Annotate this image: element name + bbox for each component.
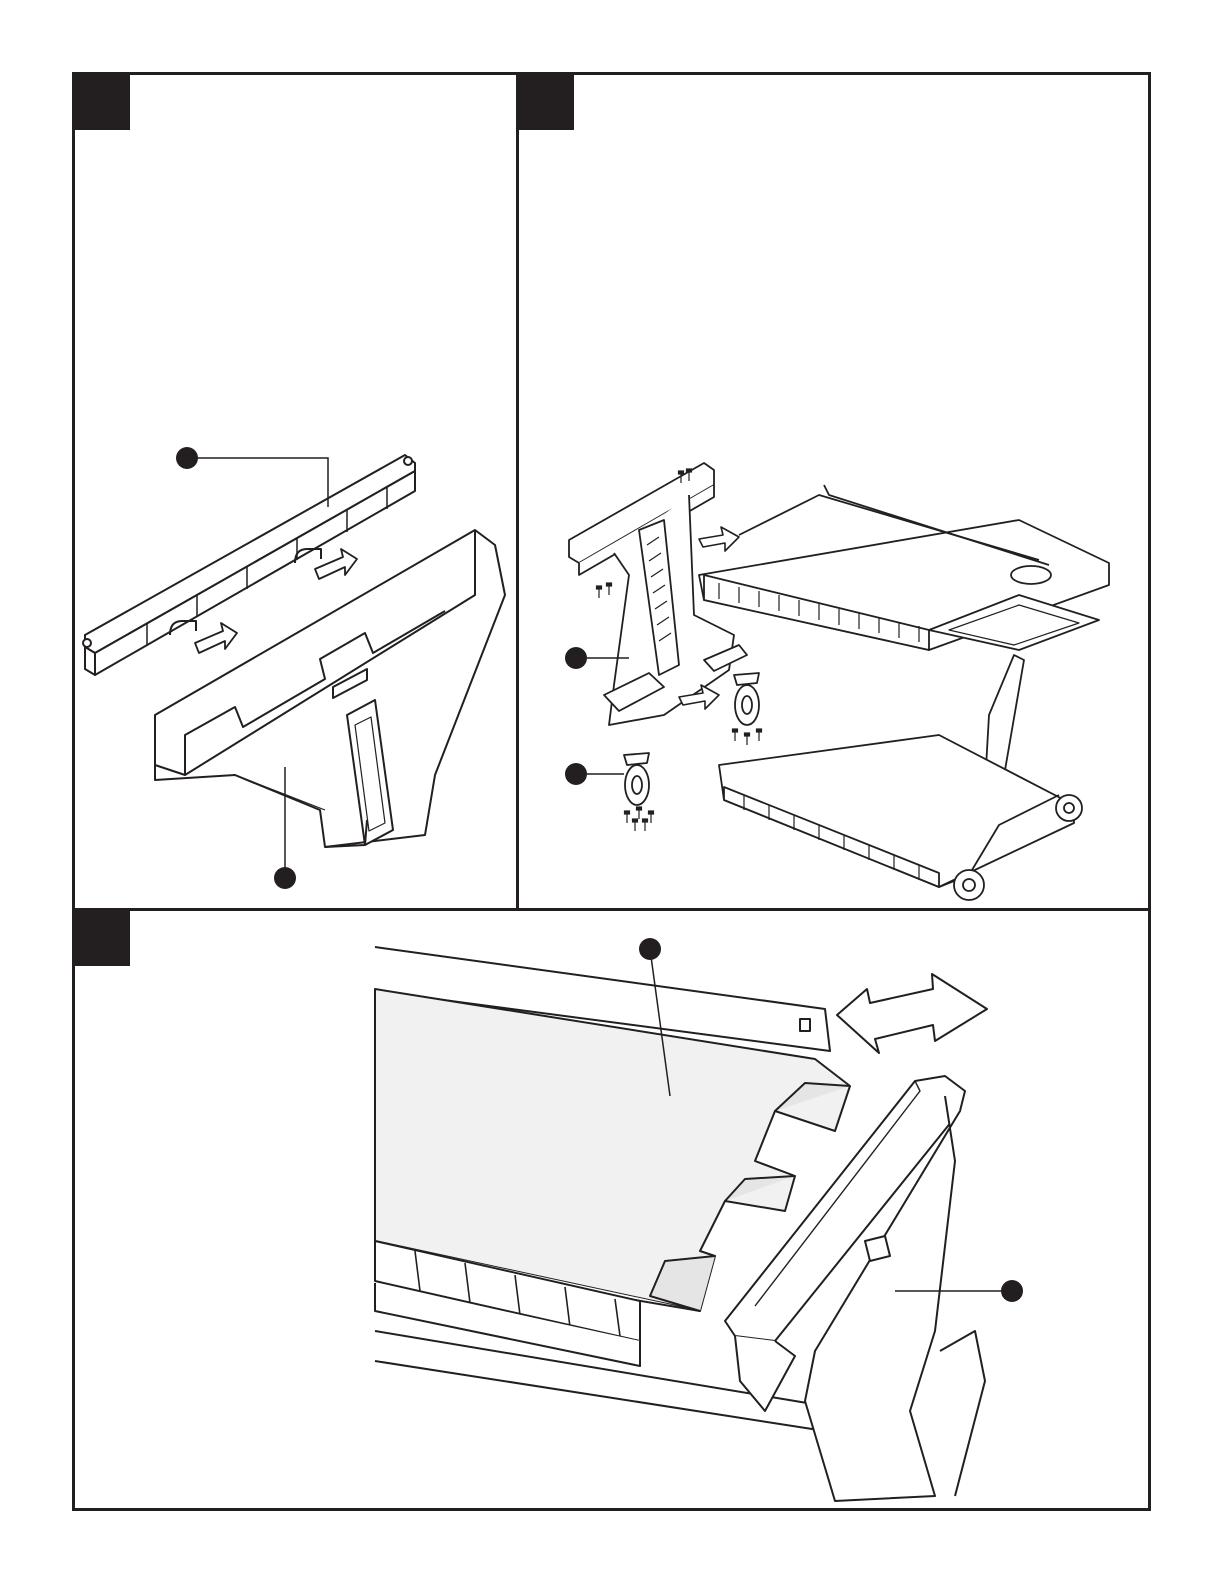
step-1-illustration: [75, 75, 516, 908]
step-3-illustration: [75, 911, 1148, 1508]
arrow-icon: [195, 623, 237, 653]
callout-dot-icon: [565, 763, 587, 785]
callout-dot-icon: [176, 447, 198, 469]
callout-dot-icon: [1001, 1280, 1023, 1302]
step-2-illustration: [519, 75, 1148, 908]
callout-dot-icon: [639, 938, 661, 960]
double-arrow-icon: [837, 974, 987, 1053]
callout-dot-icon: [565, 647, 587, 669]
arrow-icon: [699, 527, 739, 551]
callout-dot-icon: [274, 867, 296, 889]
